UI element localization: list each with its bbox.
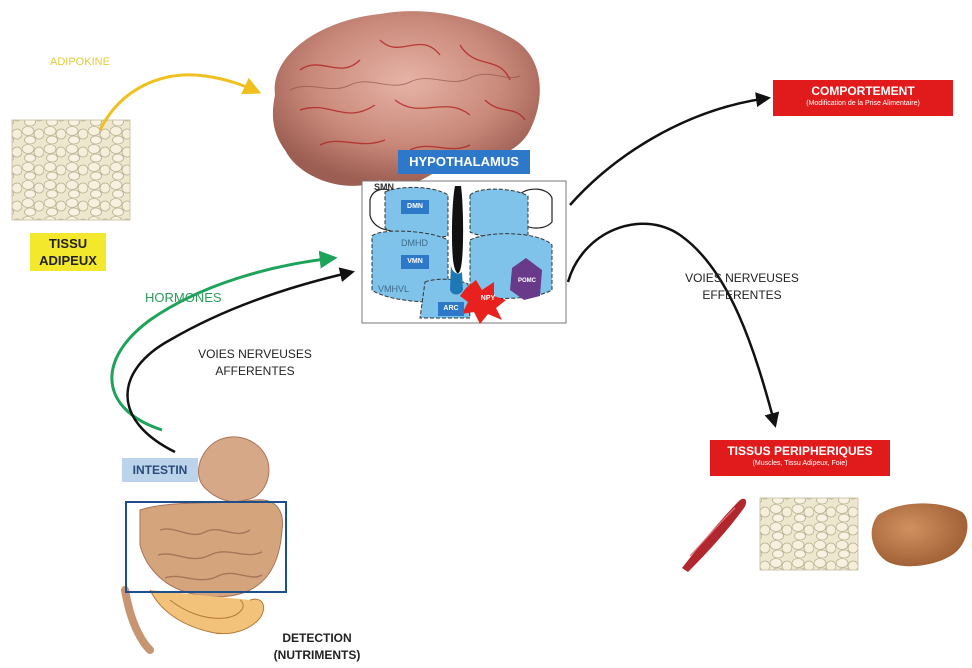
npy-label: NPY	[474, 295, 502, 302]
afferent-label-2: AFFERENTES	[185, 363, 325, 380]
comportement-subtitle: (Modification de la Prise Alimentaire)	[773, 100, 953, 107]
tissu-adipeux-box: TISSU ADIPEUX	[30, 233, 106, 271]
efferent-label-1: VOIES NERVEUSES	[682, 270, 802, 287]
comportement-title: COMPORTEMENT	[773, 80, 953, 98]
pomc-label: POMC	[512, 278, 542, 284]
hypothalamus-section: SMN DMHD VMHVL	[362, 181, 566, 324]
liver-icon	[872, 503, 968, 566]
hypothalamus-box: HYPOTHALAMUS	[398, 150, 530, 174]
tissus-peripheriques-subtitle: (Muscles, Tissu Adipeux, Foie)	[710, 460, 890, 467]
tissus-peripheriques-title: TISSUS PERIPHERIQUES	[710, 440, 890, 458]
tissu-adipeux-label-1: TISSU	[30, 235, 106, 252]
adipokine-label: ADIPOKINE	[50, 56, 110, 68]
afferent-label: VOIES NERVEUSES AFFERENTES	[185, 346, 325, 380]
dmn-label: DMN	[401, 200, 429, 214]
detection-label: DETECTION (NUTRIMENTS)	[262, 630, 372, 664]
smn-label: SMN	[374, 182, 394, 192]
detection-label-1: DETECTION	[262, 630, 372, 647]
efferent-label-2: EFFERENTES	[682, 287, 802, 304]
adipose-tissue-image-right	[760, 498, 858, 570]
dmhd-label: DMHD	[401, 238, 428, 248]
vmn-label: VMN	[401, 255, 429, 269]
efferent-label: VOIES NERVEUSES EFFERENTES	[682, 270, 802, 304]
adipose-tissue-image	[12, 120, 130, 220]
tissu-adipeux-label-2: ADIPEUX	[30, 252, 106, 269]
efferent-arrow	[568, 224, 775, 425]
hormones-label: HORMONES	[145, 290, 222, 305]
hormones-arrow	[112, 258, 334, 430]
comportement-box: COMPORTEMENT (Modification de la Prise A…	[773, 80, 953, 116]
tissus-peripheriques-box: TISSUS PERIPHERIQUES (Muscles, Tissu Adi…	[710, 440, 890, 476]
intestin-box: INTESTIN	[122, 458, 198, 482]
muscle-icon	[682, 499, 746, 572]
arc-label: ARC	[438, 302, 464, 316]
behaviour-arrow	[570, 98, 768, 205]
afferent-label-1: VOIES NERVEUSES	[185, 346, 325, 363]
vmhvl-label: VMHVL	[378, 284, 409, 294]
detection-label-2: (NUTRIMENTS)	[262, 647, 372, 664]
